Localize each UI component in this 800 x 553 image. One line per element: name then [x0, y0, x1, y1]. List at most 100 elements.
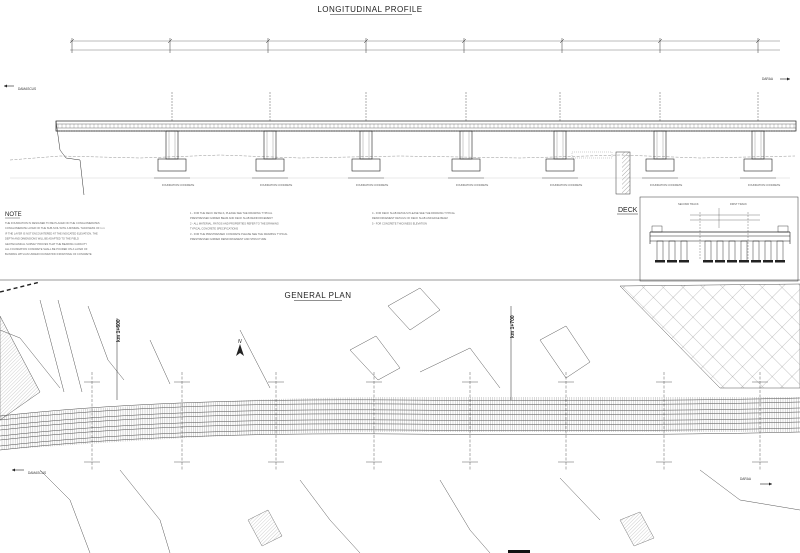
deck-girder-flange — [763, 260, 773, 263]
note-line: 3 - FOR THE PRESTRESSED CONCRETE PLEASE … — [190, 232, 288, 236]
pier-column — [263, 130, 277, 160]
pier-footing — [545, 158, 575, 172]
plan-grid-area-right — [619, 283, 800, 389]
deck-girder-flange — [775, 260, 785, 263]
deck-girder — [752, 240, 760, 262]
left-arrow-head-icon — [4, 84, 7, 88]
deck-girder-flange — [739, 260, 749, 263]
deck-girder — [776, 240, 784, 262]
deck-girder — [704, 240, 712, 262]
plan-right-destination: DARAA — [740, 477, 752, 481]
note-line: IF THE LAYER IS NOT ENCOUNTERED AT THE I… — [5, 231, 98, 235]
profile-right-destination: DARAA — [762, 77, 774, 81]
note-line: 1 - FOR THE DECK DETAILS, PLEASE SEE THE… — [190, 211, 273, 215]
deck-girder — [740, 240, 748, 262]
note-line: DEPTH AND DIMENSIONS WILL BE ADAPTED TO … — [5, 237, 79, 241]
plan-dashed-boundary — [0, 281, 41, 293]
pier-footing — [351, 158, 381, 172]
pier-column — [553, 130, 567, 160]
pier-footing — [645, 158, 675, 172]
deck-girder — [716, 240, 724, 262]
plan-left-arrow-head-icon — [12, 468, 15, 472]
note-line: REINFORCEMENT DETAILS OF DECK SLAB AND E… — [372, 216, 448, 220]
pier-label: FOUNDATION CONCRETE — [748, 183, 780, 187]
dimension-slash — [461, 38, 467, 44]
deck-girder-flange — [715, 260, 725, 263]
plan-hatched-small-2 — [619, 511, 655, 547]
pier-column — [751, 130, 765, 160]
pier: FOUNDATION CONCRETE — [448, 92, 488, 187]
notes-column-3: 4 - FOR DECK SLAB DETAILS PLEASE SEE THE… — [372, 211, 456, 225]
deck-girder-flange — [751, 260, 761, 263]
left-abutment — [55, 120, 85, 196]
profile-right-detail — [571, 151, 631, 195]
note-line: GEOTECHNICAL SURVEY PROVES THAT THE BEAR… — [5, 242, 87, 246]
deck-girder-flange — [679, 260, 689, 263]
right-arrow-head-icon — [787, 77, 790, 81]
pier-label: FOUNDATION CONCRETE — [356, 183, 388, 187]
plan-left-destination: DAMASCUS — [28, 471, 46, 475]
north-arrow-icon — [236, 344, 244, 356]
pier-footing — [451, 158, 481, 172]
profile-title: LONGITUDINAL PROFILE — [317, 5, 422, 14]
pier-column — [359, 130, 373, 160]
scale-bar-mark — [508, 550, 530, 553]
plan-hatched-area-left — [0, 315, 41, 421]
note-line: ALL FOUNDATION CONCRETE SHALL BE POURED … — [5, 247, 88, 251]
pier-column — [459, 130, 473, 160]
dimension-slash — [657, 38, 663, 44]
deck-girder-flange — [703, 260, 713, 263]
dimension-slash — [265, 38, 271, 44]
pier: FOUNDATION CONCRETE — [154, 92, 194, 187]
pier-label: FOUNDATION CONCRETE — [162, 183, 194, 187]
pier-column — [653, 130, 667, 160]
railway-tracks — [0, 397, 800, 451]
deck-girder — [728, 240, 736, 262]
pier-label: FOUNDATION CONCRETE — [260, 183, 292, 187]
notes-column-1: THE FOUNDATION IS DESIGNED TO BE PLACED … — [5, 221, 105, 256]
ground-profile — [9, 154, 796, 161]
deck-label-second-track: SECOND TRACK — [678, 202, 699, 206]
chainage-1600-label: km 1+600 — [116, 319, 122, 342]
deck-girders — [655, 240, 785, 263]
railway-sleepers — [1, 397, 799, 450]
deck-title: DECK — [618, 207, 638, 214]
pier-label: FOUNDATION CONCRETE — [456, 183, 488, 187]
plan-surroundings — [0, 287, 800, 553]
note-line: 5 - FOR CONCRETE THICKNESS ELEVATION — [372, 221, 427, 225]
note-line: 4 - FOR DECK SLAB DETAILS PLEASE SEE THE… — [372, 211, 456, 215]
north-arrow: N — [236, 339, 244, 356]
pier: FOUNDATION CONCRETE — [642, 92, 682, 187]
profile-dimension-ticks — [69, 38, 761, 53]
pier: FOUNDATION CONCRETE — [252, 92, 292, 187]
pier-label: FOUNDATION CONCRETE — [550, 183, 582, 187]
pier-footing — [255, 158, 285, 172]
plan-pier-axes — [84, 372, 768, 470]
note-line: 2 - ALL MATERIAL, RATIOS AND PROPERTIES … — [190, 221, 279, 225]
plan-right-arrow-head-icon — [769, 482, 772, 486]
dimension-slash — [755, 38, 761, 44]
deck-girder-flange — [655, 260, 665, 263]
deck-cross-section — [649, 208, 791, 260]
pier-label: FOUNDATION CONCRETE — [650, 183, 682, 187]
note-line: THE FOUNDATION IS DESIGNED TO BE PLACED … — [5, 221, 100, 225]
deck-hatching — [57, 124, 795, 128]
dimension-slash — [167, 38, 173, 44]
note-line: TYPICAL CONCRETE SPECIFICATIONS — [190, 227, 238, 231]
deck-girder — [764, 240, 772, 262]
pier: FOUNDATION CONCRETE — [542, 92, 582, 187]
notes-title: NOTE — [5, 212, 22, 218]
pier-footing — [157, 158, 187, 172]
chainage-marker-1600: km 1+600 — [116, 318, 122, 400]
deck-section-frame — [639, 196, 799, 282]
notes-block: NOTE — [5, 212, 22, 219]
note-line: PRESTRESSED GIRDER REINFORCEMENT AND STR… — [190, 237, 266, 241]
dimension-slash — [69, 38, 75, 44]
profile-left-destination: DAMASCUS — [18, 87, 36, 91]
deck-girder — [668, 240, 676, 262]
dimension-slash — [363, 38, 369, 44]
chainage-marker-1700: km 1+700 — [510, 306, 516, 400]
chainage-1700-label: km 1+700 — [510, 315, 516, 338]
